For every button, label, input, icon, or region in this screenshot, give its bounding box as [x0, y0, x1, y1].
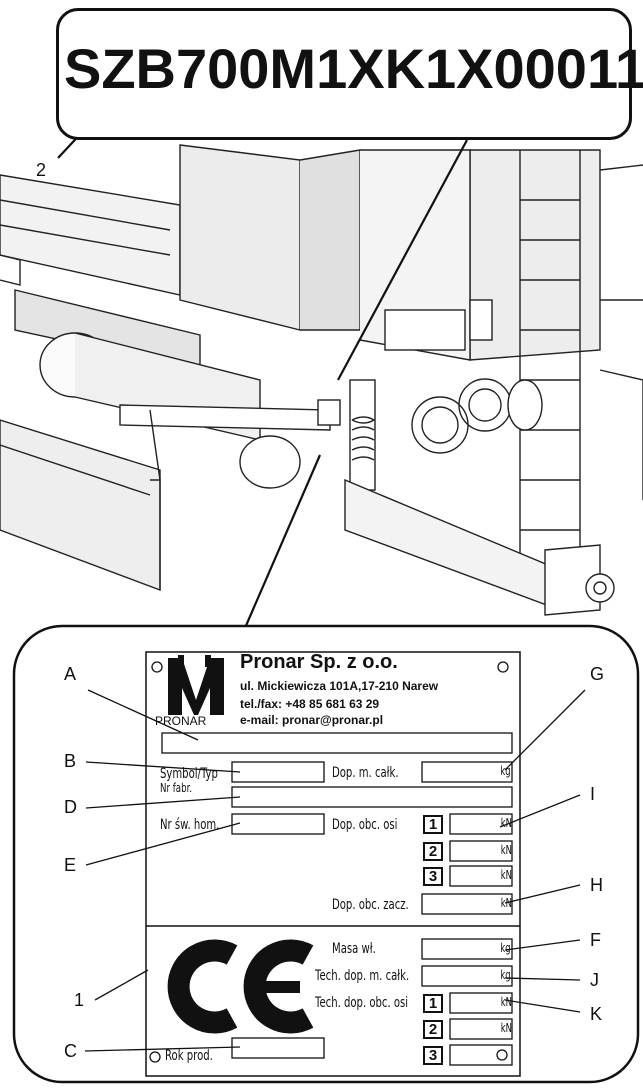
unit-kn-zacz: kN — [500, 896, 512, 910]
label-masa-wl: Masa wł. — [332, 941, 376, 957]
unit-kn-2: kN — [500, 843, 512, 857]
callout-f: F — [590, 930, 601, 950]
callout-c: C — [64, 1041, 77, 1061]
callout-e: E — [64, 855, 77, 875]
label-rok-prod: Rok prod. — [165, 1048, 213, 1064]
ce-mark-icon — [190, 945, 330, 1030]
callout-2: 2 — [36, 160, 47, 180]
label-nr-sw-hom: Nr św. hom. — [160, 817, 220, 833]
company-address: ul. Mickiewicza 101A,17-210 Narew — [240, 679, 439, 693]
unit-kn-3: kN — [500, 868, 512, 882]
callout-h: H — [590, 875, 603, 895]
unit-kg-masa: kg — [500, 941, 511, 955]
axle-2-box: 2 — [423, 842, 443, 861]
label-nr-fabr: Nr fabr. — [160, 781, 193, 795]
label-symbol-typ: Symbol/Typ — [160, 766, 218, 782]
callout-1: 1 — [74, 990, 85, 1010]
unit-kg-dop: kg — [500, 764, 511, 778]
company-phone: tel./fax: +48 85 681 63 29 — [240, 697, 380, 711]
callout-j: J — [590, 970, 599, 990]
label-dop-m-calk: Dop. m. całk. — [332, 765, 399, 781]
callout-a: A — [64, 664, 77, 684]
callout-k: K — [590, 1004, 603, 1024]
company-name: Pronar Sp. z o.o. — [240, 651, 398, 673]
unit-kn-1: kN — [500, 816, 512, 830]
unit-kg-tech: kg — [500, 968, 511, 982]
tech-axle-1-box: 1 — [423, 994, 443, 1013]
axle-3-box: 3 — [423, 867, 443, 886]
unit-kn-tech-1: kN — [500, 995, 512, 1009]
callout-g: G — [590, 664, 605, 684]
vin-callout-box — [56, 8, 632, 140]
unit-kn-tech-2: kN — [500, 1021, 512, 1035]
tech-axle-3-box: 3 — [423, 1046, 443, 1065]
tech-axle-2-box: 2 — [423, 1020, 443, 1039]
label-dop-obc-zacz: Dop. obc. zacz. — [332, 897, 409, 913]
label-tech-dop-obc-osi: Tech. dop. obc. osi — [315, 995, 409, 1011]
label-tech-dop-m-calk: Tech. dop. m. całk. — [315, 968, 410, 984]
callout-i: I — [590, 784, 596, 804]
callout-b: B — [64, 751, 77, 771]
company-email: e-mail: pronar@pronar.pl — [240, 713, 384, 727]
axle-1-box: 1 — [423, 815, 443, 834]
vin-code: SZB700M1XK1X00011 — [64, 37, 643, 100]
pronar-logo-text: PRONAR — [155, 714, 207, 728]
label-dop-obc-osi: Dop. obc. osi — [332, 817, 398, 833]
callout-d: D — [64, 797, 77, 817]
